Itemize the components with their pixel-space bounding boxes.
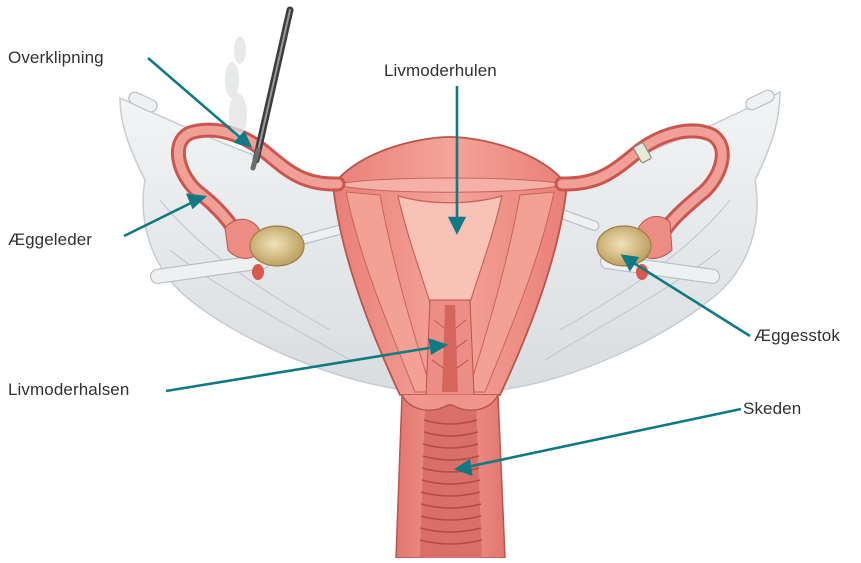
label-livmoderhalsen: Livmoderhalsen [8, 380, 129, 400]
left-ovary [250, 226, 304, 266]
label-aeggeleder: Æggeleder [8, 230, 92, 250]
cutting-instrument-icon [253, 10, 290, 168]
label-overklipning: Overklipning [8, 48, 104, 68]
label-livmoderhulen: Livmoderhulen [384, 61, 497, 81]
label-skeden: Skeden [743, 399, 801, 419]
label-aeggesstok: Æggesstok [754, 326, 840, 346]
smoke [225, 36, 247, 137]
vagina [396, 395, 505, 558]
leader-skeden [467, 409, 741, 467]
